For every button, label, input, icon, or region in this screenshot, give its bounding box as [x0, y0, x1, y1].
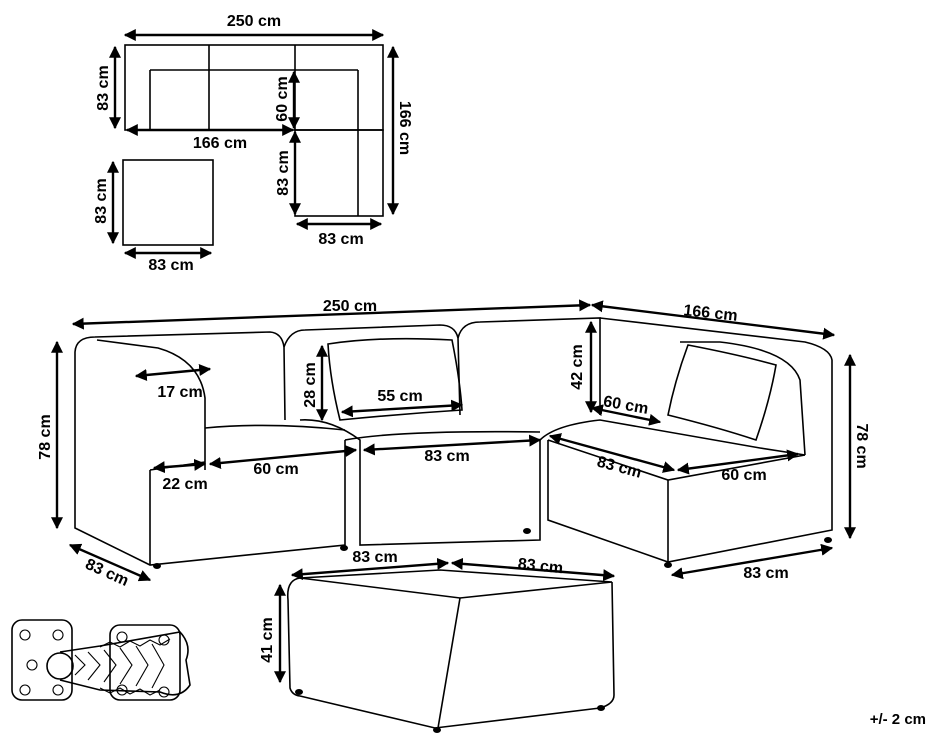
sofa-back-42-label: 42 cm	[569, 344, 586, 389]
top-width-250-label: 250 cm	[227, 13, 281, 30]
top-ottoman-83-horizontal-label: 83 cm	[148, 257, 193, 274]
top-view-ottoman	[122, 159, 214, 246]
ottoman-width-83-side-label: 83 cm	[517, 556, 564, 578]
sofa-perspective	[74, 317, 833, 569]
top-depth-166-label: 166 cm	[396, 101, 413, 155]
sofa-depth-83-right-label: 83 cm	[743, 565, 788, 582]
ottoman-perspective: 83 cm 83 cm 41 cm	[259, 549, 616, 733]
sofa-arm-22-label: 22 cm	[162, 476, 207, 493]
sofa-dimension-lines: 250 cm 166 cm 78 cm 17 cm 28 cm 55 cm 42…	[37, 298, 870, 590]
sofa-width-166-label: 166 cm	[683, 302, 739, 325]
sofa-height-78-left-label: 78 cm	[37, 414, 54, 459]
sofa-arm-17-label: 17 cm	[157, 384, 202, 401]
top-leg-83-vertical-label: 83 cm	[275, 150, 292, 195]
sofa-cushion-55-label: 55 cm	[377, 388, 422, 405]
sofa-seat-60-left-label: 60 cm	[253, 461, 298, 478]
sofa-seat-60-right-back-label: 60 cm	[602, 393, 650, 418]
tolerance-note: +/- 2 cm	[870, 711, 926, 728]
sofa-seat-83-right-label: 83 cm	[595, 454, 643, 482]
sofa-back-28-label: 28 cm	[302, 362, 319, 407]
top-inner-60-label: 60 cm	[274, 76, 291, 121]
sofa-seat-83-middle-label: 83 cm	[424, 448, 469, 465]
top-leg-83-horizontal-label: 83 cm	[318, 231, 363, 248]
top-view-plan: 250 cm 83 cm 166 cm 60 cm 166 cm 83 cm 8…	[93, 13, 413, 274]
top-ottoman-83-vertical-label: 83 cm	[93, 178, 110, 223]
top-width-166-label: 166 cm	[193, 135, 247, 152]
ottoman-height-41-label: 41 cm	[259, 617, 276, 662]
sofa-width-250-label: 250 cm	[323, 298, 377, 315]
sofa-height-78-right-label: 78 cm	[853, 423, 870, 468]
ottoman-width-83-front-label: 83 cm	[352, 549, 397, 566]
sofa-seat-60-right-label: 60 cm	[721, 467, 766, 484]
top-depth-83-label: 83 cm	[95, 65, 112, 110]
connector-clip-detail	[11, 619, 191, 701]
